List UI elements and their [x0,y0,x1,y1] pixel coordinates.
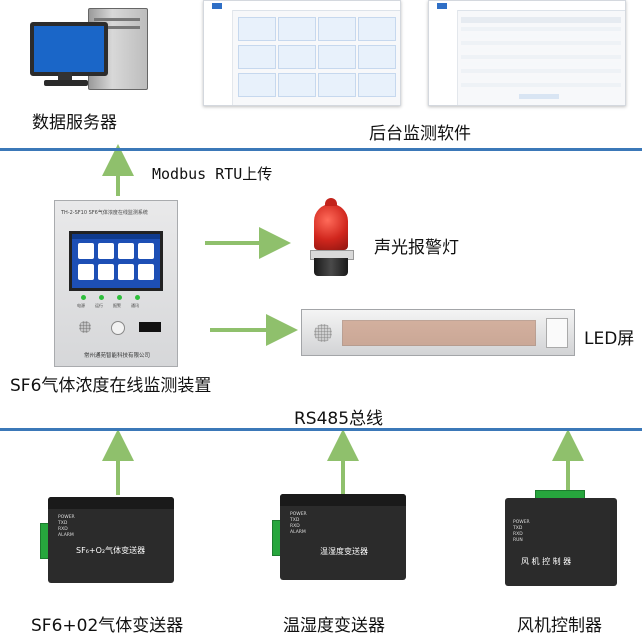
temp-humidity-transmitter-face-text: 温湿度变送器 [320,547,368,556]
device-company-text: 常州通苑智能科技有限公司 [83,353,150,359]
data-server-label: 数据服务器 [32,113,117,133]
fan-controller: POWER TXD RXD RUN 风 机 控 制 器 [505,490,617,586]
sf6-monitor-device: TH-2-SF10 SF6气体浓度在线监测系统 电源 运行 报警 通讯 常州通苑… [54,200,178,367]
sf6-o2-transmitter-face-text: SF₆+O₂气体变送器 [76,546,146,555]
sf6-o2-transmitter-label: SF6+02气体变送器 [31,616,184,636]
fan-controller-label: 风机控制器 [517,616,602,636]
temp-humidity-transmitter: POWER TXD RXD ALARM 温湿度变送器 [272,494,406,580]
fan-controller-face-text: 风 机 控 制 器 [521,557,572,566]
led-screen-display [301,309,575,356]
rs485-bus-label: RS485总线 [294,409,384,429]
device-knob-button[interactable] [111,321,125,335]
temp-humidity-transmitter-label: 温湿度变送器 [283,616,385,636]
device-lcd-screen [69,231,163,291]
software-screenshot-table [428,0,626,106]
device-digit-display [139,322,161,332]
alarm-lamp-icon [308,198,354,282]
device-indicator-labels: 电源 运行 报警 通讯 [77,303,139,308]
device-speaker-grille [79,321,91,333]
divider-rs485-bus [0,428,642,431]
modbus-rtu-label: Modbus RTU上传 [152,165,273,183]
device-indicator-leds [81,295,151,301]
server-computer-icon [30,8,150,90]
software-screenshot-dashboard [203,0,401,106]
led-screen-label: LED屏 [584,329,635,349]
alarm-lamp-label: 声光报警灯 [374,238,459,258]
device-model-text: TH-2-SF10 SF6气体浓度在线监测系统 [61,210,148,216]
sf6-o2-transmitter: POWER TXD RXD ALARM SF₆+O₂气体变送器 [40,497,174,583]
backend-software-label: 后台监测软件 [369,124,471,144]
divider-top [0,148,642,151]
sf6-monitor-device-label: SF6气体浓度在线监测装置 [10,376,212,396]
